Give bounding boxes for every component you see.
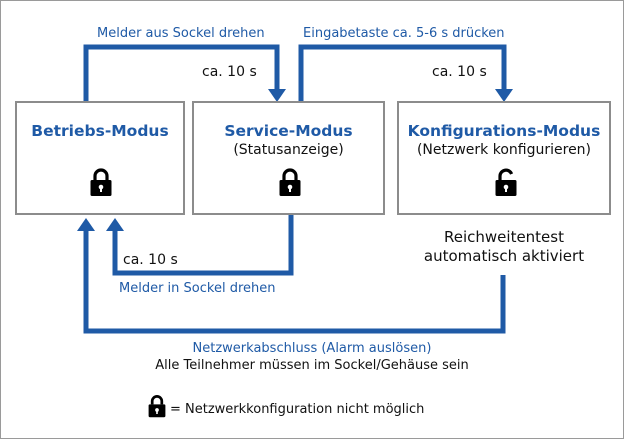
label-to-betrieb: Melder in Sockel drehen [119, 281, 276, 296]
lock-closed-icon [279, 168, 301, 196]
arrow-service-to-konfig [298, 44, 507, 101]
label-to-konfig: Eingabetaste ca. 5-6 s drücken [303, 26, 505, 41]
service-modus-title: Service-Modus [224, 122, 353, 140]
betriebs-modus-title: Betriebs-Modus [31, 122, 169, 140]
arrowhead-service [268, 89, 286, 102]
arrowhead-betrieb-outer [77, 218, 95, 231]
konfigurations-modus-title: Konfigurations-Modus [407, 122, 601, 140]
legend-text: = Netzwerkkonfiguration nicht möglich [170, 402, 425, 417]
time-to-betrieb: ca. 10 s [123, 252, 178, 268]
legend-lock-icon [148, 395, 166, 418]
time-to-konfig: ca. 10 s [432, 64, 487, 80]
reichweitentest-line1: Reichweitentest [444, 228, 564, 246]
arrow-betrieb-to-service [83, 44, 280, 101]
service-modus-subtitle: (Statusanzeige) [233, 142, 344, 158]
arrowhead-konfig [495, 89, 513, 102]
betriebs-modus-box: Betriebs-Modus [15, 101, 185, 215]
time-to-service: ca. 10 s [202, 64, 257, 80]
service-modus-box: Service-Modus (Statusanzeige) [192, 101, 385, 215]
label-netzwerkabschluss: Netzwerkabschluss (Alarm auslösen) [192, 341, 432, 356]
konfigurations-modus-subtitle: (Netzwerk konfigurieren) [416, 142, 592, 158]
lock-open-icon [495, 168, 517, 196]
lock-closed-icon [90, 168, 112, 196]
reichweitentest-line2: automatisch aktiviert [423, 247, 585, 265]
arrow-konfig-to-betrieb [83, 229, 506, 334]
note-teilnehmer: Alle Teilnehmer müssen im Sockel/Gehäuse… [155, 358, 469, 373]
arrow-service-to-betrieb [112, 215, 294, 276]
arrowhead-betrieb-inner [106, 218, 124, 231]
label-to-service: Melder aus Sockel drehen [97, 26, 265, 41]
konfigurations-modus-box: Konfigurations-Modus (Netzwerk konfiguri… [397, 101, 611, 215]
